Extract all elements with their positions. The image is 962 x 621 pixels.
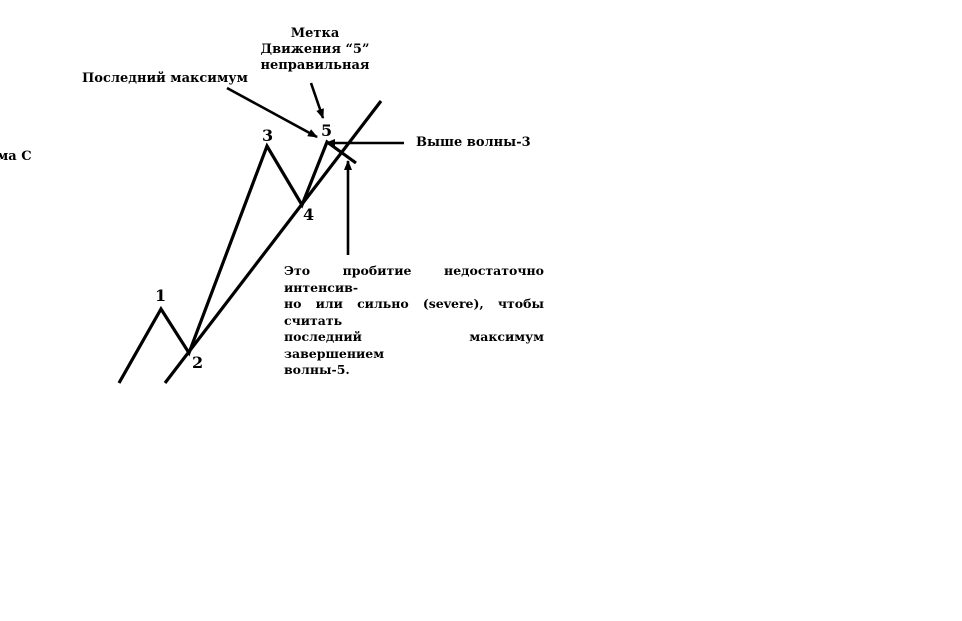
breakout-note: Это пробитие недостаточно интенсив- но и… — [284, 263, 544, 379]
breakout-note-line4: волны-5. — [284, 362, 350, 377]
mark-5-label-line3: неправильная — [260, 58, 370, 73]
breakout-note-line3: последний максимум завершением — [284, 329, 544, 361]
above-wave3-label: Выше волны-3 — [416, 135, 531, 150]
wave-label-5: 5 — [321, 121, 333, 140]
mark-5-label-line1: Метка — [290, 26, 340, 41]
wave-label-2: 2 — [192, 353, 204, 372]
last-high-label: Последний максимум — [82, 71, 248, 86]
arrow-last-high — [226, 86, 318, 139]
wave-label-3: 3 — [262, 126, 274, 145]
mark-5-label-line2: Движения “5” — [260, 42, 370, 57]
wave-label-4: 4 — [303, 205, 315, 224]
trendline — [163, 100, 383, 384]
arrow-mark-label — [309, 82, 325, 119]
wave-label-1: 1 — [155, 286, 167, 305]
breakout-note-line2: но или сильно (severe), чтобы считать — [284, 296, 544, 328]
cutoff-label: ма С — [0, 149, 32, 164]
breakout-note-line1: Это пробитие недостаточно интенсив- — [284, 263, 544, 295]
mark-5-label: Метка Движения “5” неправильная — [249, 26, 381, 74]
